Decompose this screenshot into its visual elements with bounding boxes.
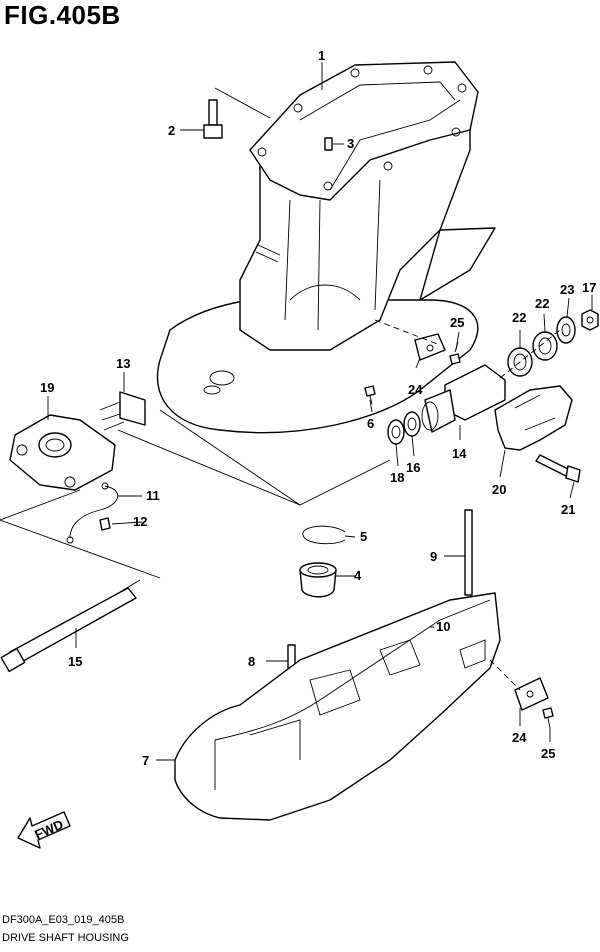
callout-11: 11 (146, 488, 160, 503)
clamp-part-20 (494, 385, 573, 451)
callout-24-lower: 24 (512, 730, 527, 745)
bushing-part-4 (299, 562, 337, 598)
bolt-part-12 (99, 517, 111, 531)
plate-part-24-lower (514, 677, 549, 711)
callout-22a: 22 (535, 296, 549, 311)
ground-wire-part-11 (66, 482, 118, 544)
screw-part-25 (449, 341, 461, 365)
callout-19: 19 (40, 380, 54, 395)
bolt-part-2 (203, 99, 223, 139)
callout-3: 3 (347, 136, 354, 151)
callout-22b: 22 (512, 310, 526, 325)
callout-8: 8 (248, 654, 255, 669)
fwd-arrow-icon: FWD (17, 811, 71, 849)
callout-21: 21 (561, 502, 575, 517)
callout-24: 24 (408, 382, 423, 397)
callout-14: 14 (452, 446, 467, 461)
plate-part-24 (414, 333, 446, 361)
bushing-part-14 (421, 364, 506, 433)
callout-16: 16 (406, 460, 420, 475)
circlip-part-5 (302, 525, 346, 545)
dowel-pin-part-3 (324, 137, 333, 151)
callout-4: 4 (354, 568, 362, 583)
callout-20: 20 (492, 482, 506, 497)
callout-25-lower: 25 (541, 746, 555, 761)
drive-shaft-part-15 (0, 579, 141, 673)
callout-10: 10 (436, 619, 450, 634)
figure-code: DF300A_E03_019_405B (2, 914, 125, 926)
drive-shaft-housing-lower-part-7 (174, 592, 501, 821)
callout-18: 18 (390, 470, 404, 485)
washer-part-16 (403, 411, 421, 437)
callout-5: 5 (360, 529, 367, 544)
callout-1: 1 (318, 48, 325, 63)
washer-part-23 (556, 316, 576, 344)
callout-13: 13 (116, 356, 130, 371)
callout-15: 15 (68, 654, 82, 669)
bolt-part-21 (535, 454, 581, 483)
callout-9: 9 (430, 549, 437, 564)
screw-part-25-lower (542, 707, 554, 729)
screw-part-6 (364, 385, 376, 405)
callout-25: 25 (450, 315, 464, 330)
connector-part-13 (99, 391, 146, 431)
washer-part-18 (387, 419, 405, 445)
drive-shaft-housing-part (156, 61, 496, 434)
fwd-label: FWD (32, 817, 65, 843)
callout-6: 6 (367, 416, 374, 431)
washer-part-22a (532, 331, 558, 361)
mount-block-part-19 (9, 414, 116, 491)
figure-title: FIG.405B (4, 0, 121, 30)
callout-17: 17 (582, 280, 596, 295)
stud-part-9 (464, 509, 473, 596)
callout-2: 2 (168, 123, 175, 138)
callout-12: 12 (133, 514, 147, 529)
callout-23: 23 (560, 282, 574, 297)
callout-7: 7 (142, 753, 149, 768)
figure-description: DRIVE SHAFT HOUSING (2, 932, 129, 944)
nut-part-17 (581, 309, 599, 331)
